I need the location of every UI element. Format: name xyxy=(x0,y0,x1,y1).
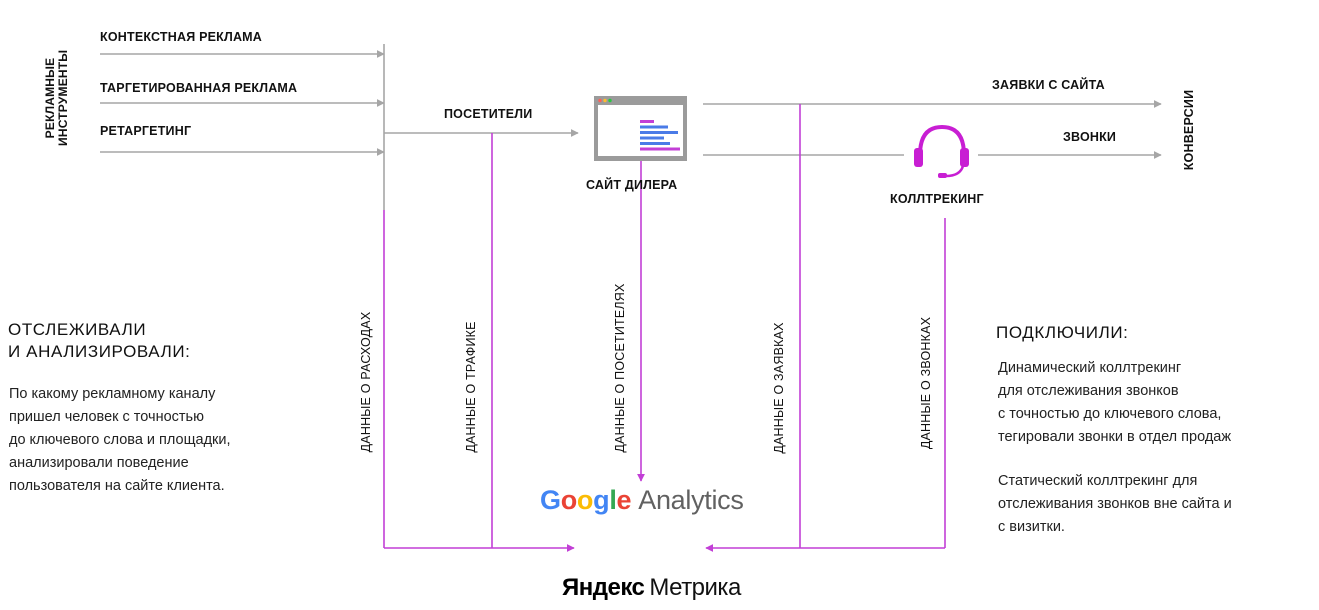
google-letter-g2: g xyxy=(593,485,610,515)
right-paragraph-line: с визитки. xyxy=(998,519,1065,535)
google-letter-o1: o xyxy=(560,485,578,515)
data-calls-label: ДАННЫЕ О ЗВОНКАХ xyxy=(919,316,933,450)
left-description-line: пользователя на сайте клиента. xyxy=(9,478,225,494)
google-letter-l: l xyxy=(609,485,617,515)
tool-retargeting: РЕТАРГЕТИНГ xyxy=(100,124,192,138)
google-letter-o2: o xyxy=(576,485,594,515)
right-paragraph-line: Динамический коллтрекинг xyxy=(998,360,1182,376)
left-description-line: пришел человек с точностью xyxy=(9,409,204,425)
right-paragraph-1: Динамический коллтрекинг для отслеживани… xyxy=(998,357,1231,449)
left-description-line: анализировали поведение xyxy=(9,455,189,471)
right-paragraph-2: Статический коллтрекинг для отслеживания… xyxy=(998,470,1232,539)
leads-label: ЗАЯВКИ С САЙТА xyxy=(992,78,1105,92)
right-paragraph-line: с точностью до ключевого слова, xyxy=(998,406,1222,422)
right-paragraph-line: Статический коллтрекинг для xyxy=(998,473,1198,489)
tool-context: КОНТЕКСТНАЯ РЕКЛАМА xyxy=(100,30,263,44)
yandex-brand: Яндекс xyxy=(562,574,645,601)
right-heading: ПОДКЛЮЧИЛИ: xyxy=(996,323,1129,342)
left-heading: ОТСЛЕЖИВАЛИ И АНАЛИЗИРОВАЛИ: xyxy=(8,319,191,363)
tool-targeted: ТАРГЕТИРОВАННАЯ РЕКЛАМА xyxy=(100,81,298,95)
site-label: САЙТ ДИЛЕРА xyxy=(586,178,678,192)
data-expenses-label: ДАННЫЕ О РАСХОДАХ xyxy=(359,311,373,453)
yandex-product: Метрика xyxy=(649,574,741,601)
google-letter-e: e xyxy=(616,485,632,515)
visitors-label: ПОСЕТИТЕЛИ xyxy=(444,107,533,121)
tools-header-text: РЕКЛАМНЫЕ ИНСТРУМЕНТЫ xyxy=(43,49,70,146)
left-heading-line: И АНАЛИЗИРОВАЛИ: xyxy=(8,342,191,361)
right-paragraph-line: отслеживания звонков вне сайта и xyxy=(998,496,1232,512)
google-letter-g: G xyxy=(540,485,561,515)
data-visitors-label: ДАННЫЕ О ПОСЕТИТЕЛЯХ xyxy=(613,283,627,453)
left-description-line: до ключевого слова и площадки, xyxy=(9,432,231,448)
google-analytics-product: Analytics xyxy=(638,485,744,515)
left-description: По какому рекламному каналу пришел челов… xyxy=(9,383,231,498)
calltracking-label: КОЛЛТРЕКИНГ xyxy=(890,192,984,206)
left-description-line: По какому рекламному каналу xyxy=(9,386,216,402)
tools-header: РЕКЛАМНЫЕ ИНСТРУМЕНТЫ xyxy=(43,49,70,146)
right-paragraph-line: для отслеживания звонков xyxy=(998,383,1179,399)
left-heading-line: ОТСЛЕЖИВАЛИ xyxy=(8,320,147,339)
conversions-label: КОНВЕРСИИ xyxy=(1182,89,1196,171)
site-browser-icon xyxy=(594,96,687,161)
data-traffic-label: ДАННЫЕ О ТРАФИКЕ xyxy=(464,321,478,453)
right-paragraph-line: тегировали звонки в отдел продаж xyxy=(998,429,1232,445)
calls-label: ЗВОНКИ xyxy=(1063,130,1117,144)
data-leads-label: ДАННЫЕ О ЗАЯВКАХ xyxy=(772,322,786,454)
headset-icon xyxy=(914,124,969,178)
